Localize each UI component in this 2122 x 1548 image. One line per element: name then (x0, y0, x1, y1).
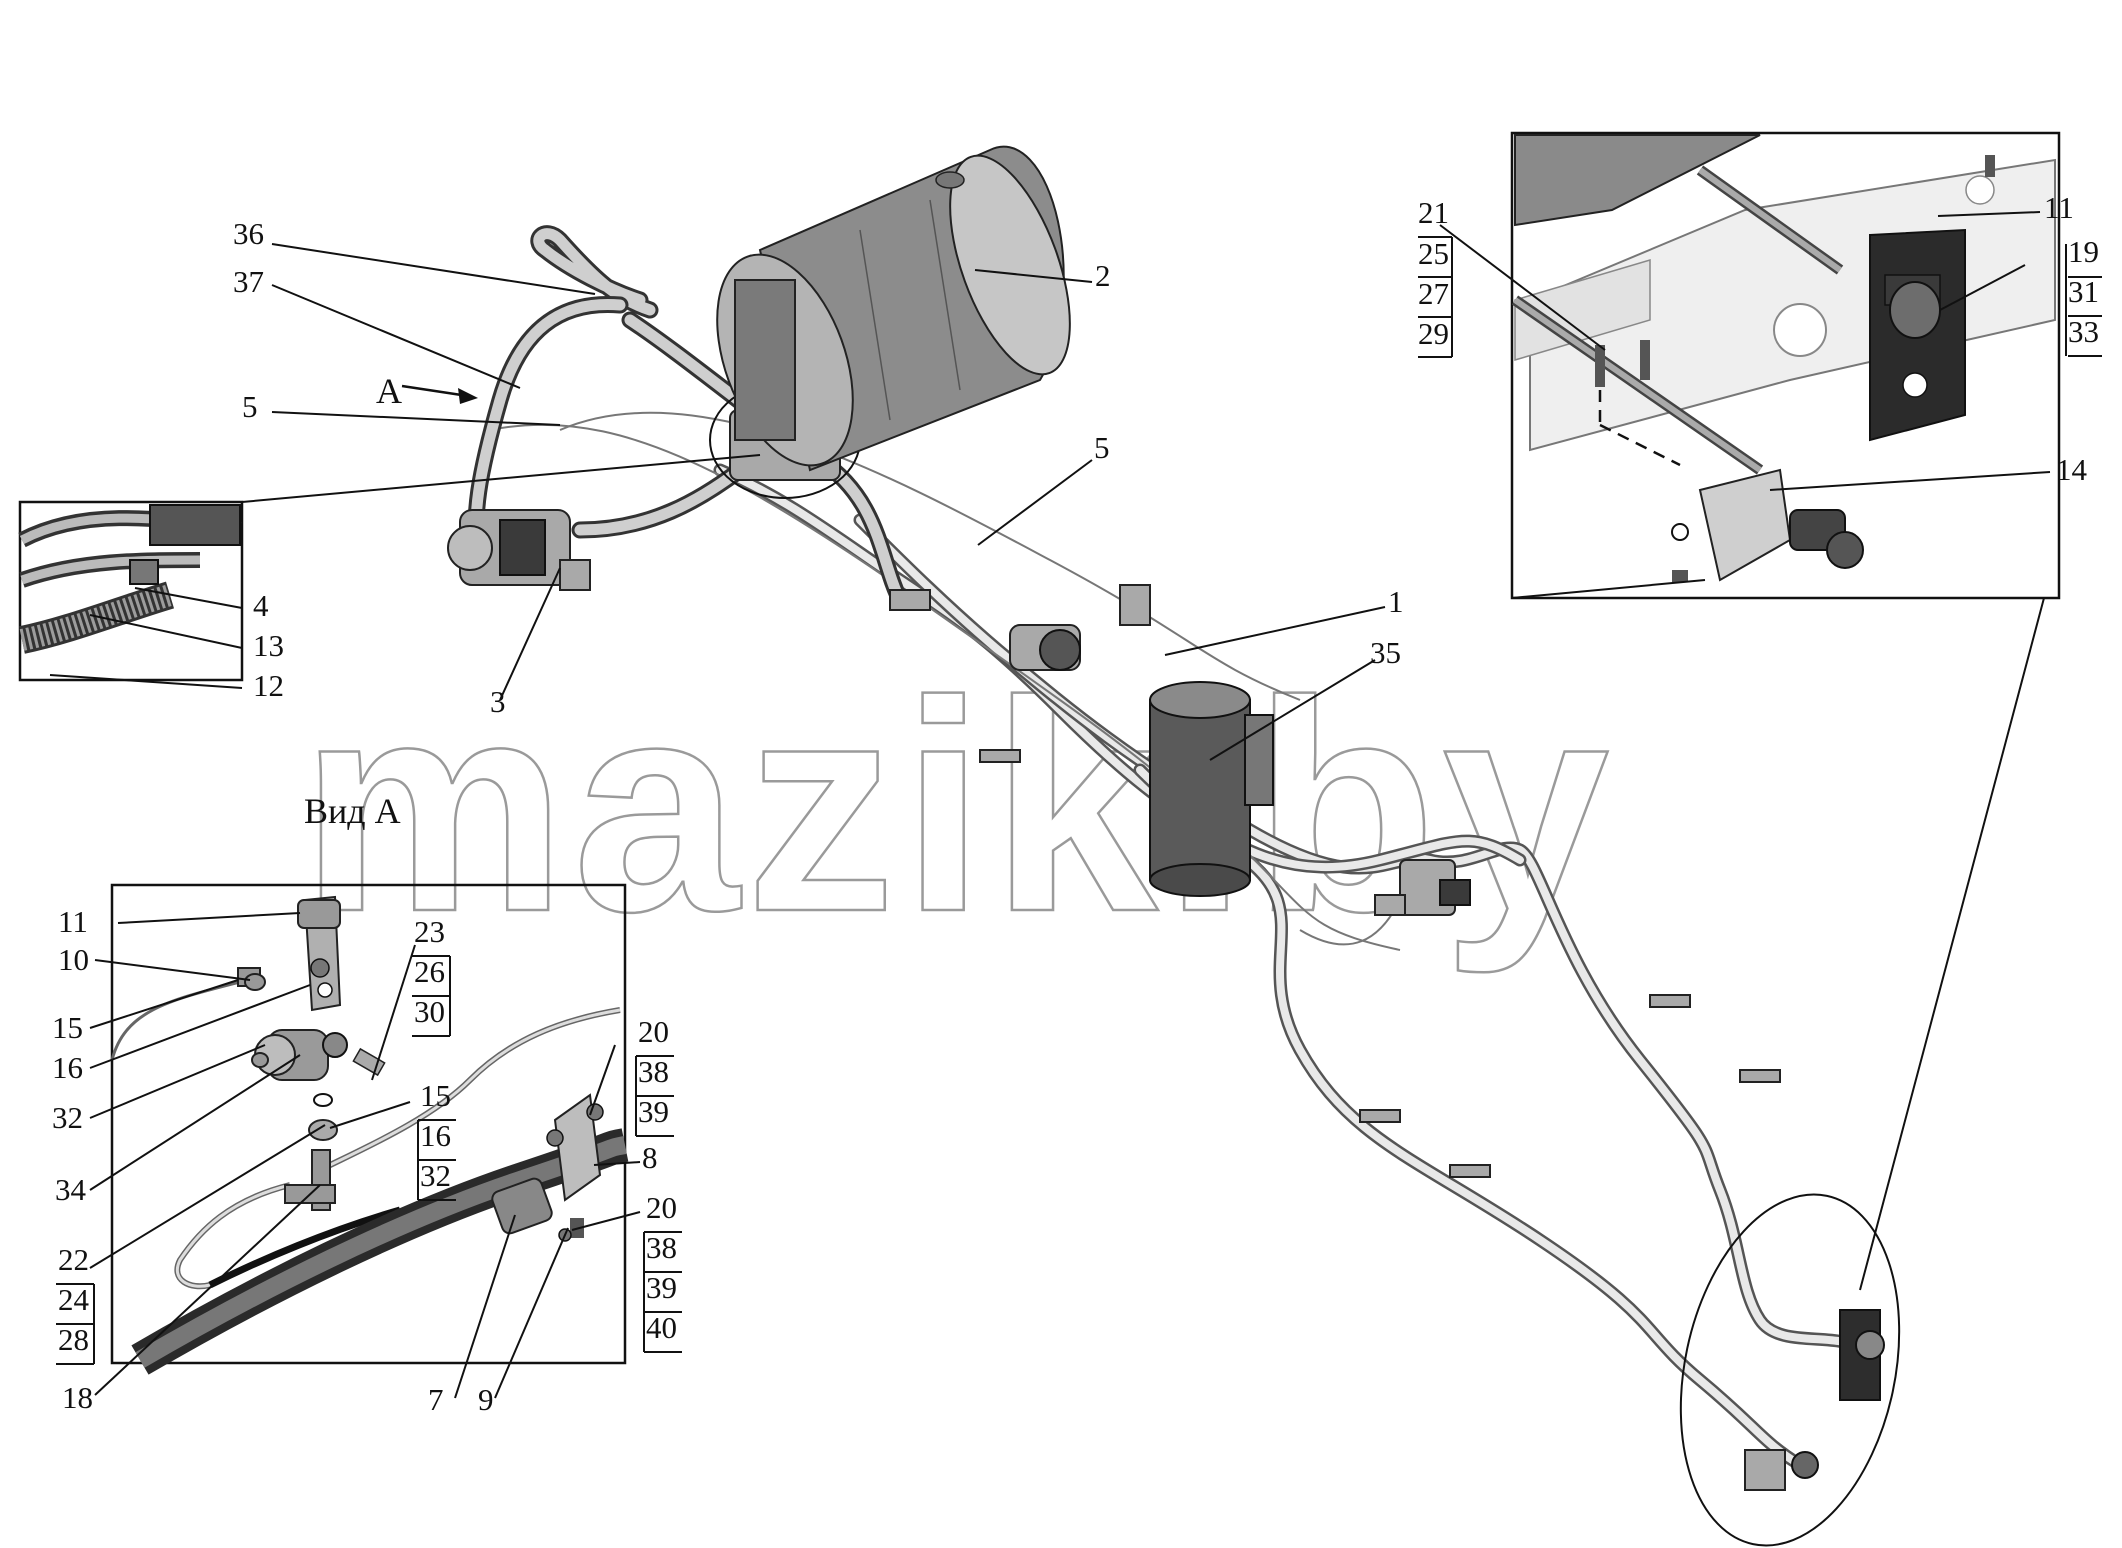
callout-30: 30 (414, 994, 445, 1029)
callout-14: 14 (2056, 452, 2088, 487)
callout-29: 29 (1418, 316, 1449, 351)
callout-23: 23 (414, 914, 445, 949)
callout-38-b: 38 (646, 1230, 677, 1265)
callout-11-right: 11 (2044, 190, 2074, 225)
callout-9: 9 (478, 1382, 494, 1417)
view-a-title: Вид А (304, 791, 401, 831)
callout-25: 25 (1418, 236, 1449, 271)
callout-39-b: 39 (646, 1270, 677, 1305)
compressor (447, 509, 591, 591)
air-receiver (1149, 681, 1274, 897)
callout-13: 13 (253, 628, 284, 663)
callout-5-left: 5 (242, 389, 258, 424)
callout-33: 33 (2068, 314, 2099, 349)
inset-coupling-heads (1510, 131, 2061, 600)
callout-10: 10 (58, 942, 89, 977)
callout-1: 1 (1388, 584, 1404, 619)
inset-view-a (110, 883, 629, 1375)
callout-21: 21 (1418, 195, 1449, 230)
callout-32-b: 32 (420, 1158, 451, 1193)
bracket-g (979, 749, 1021, 763)
callout-28: 28 (58, 1322, 89, 1357)
bracket-f (1739, 1069, 1781, 1083)
callout-32-a: 32 (52, 1100, 83, 1135)
callout-26: 26 (414, 954, 445, 989)
callout-27: 27 (1418, 276, 1449, 311)
bracket-b (1119, 584, 1151, 626)
callout-2: 2 (1095, 258, 1111, 293)
callout-18: 18 (62, 1380, 93, 1415)
protection-valve (1374, 859, 1471, 916)
callout-3: 3 (490, 684, 506, 719)
callout-36: 36 (233, 216, 264, 251)
inset-hoses-detail (18, 500, 244, 682)
watermark-text: mazik.by (300, 638, 1615, 976)
detail-circle-rear (1679, 1193, 1901, 1547)
callout-15-b: 15 (420, 1078, 451, 1113)
callout-4: 4 (253, 588, 269, 623)
callout-39-a: 39 (638, 1094, 669, 1129)
callout-7: 7 (428, 1382, 444, 1417)
callout-16-b: 16 (420, 1118, 451, 1153)
callout-11: 11 (58, 904, 88, 939)
air-tank (716, 145, 1071, 472)
callout-22: 22 (58, 1242, 89, 1277)
callout-19: 19 (2068, 234, 2099, 269)
callout-5-right: 5 (1094, 430, 1110, 465)
callout-40: 40 (646, 1310, 677, 1345)
view-a-arrow-label: А (376, 371, 402, 411)
callout-34: 34 (55, 1172, 87, 1207)
bracket-a (889, 589, 931, 611)
callout-labels: 36 37 5 А 2 5 4 13 12 3 1 35 11 19 31 33… (52, 190, 2102, 1417)
leader-lines (49, 211, 2051, 1399)
bracket-d (1449, 1164, 1491, 1178)
callout-8: 8 (642, 1140, 658, 1175)
callout-35: 35 (1370, 635, 1401, 670)
callout-31: 31 (2068, 274, 2099, 309)
bracket-e (1649, 994, 1691, 1008)
callout-37: 37 (233, 264, 264, 299)
callout-20-b: 20 (646, 1190, 677, 1225)
callout-38-a: 38 (638, 1054, 669, 1089)
valve-middle (1009, 624, 1081, 671)
callout-20-a: 20 (638, 1014, 669, 1049)
callout-24: 24 (58, 1282, 90, 1317)
callout-16-a: 16 (52, 1050, 83, 1085)
rear-bracket (1744, 1449, 1786, 1491)
main-assembly (447, 145, 1901, 1547)
bracket-c (1359, 1109, 1401, 1123)
callout-15-a: 15 (52, 1010, 83, 1045)
callout-12: 12 (253, 668, 284, 703)
